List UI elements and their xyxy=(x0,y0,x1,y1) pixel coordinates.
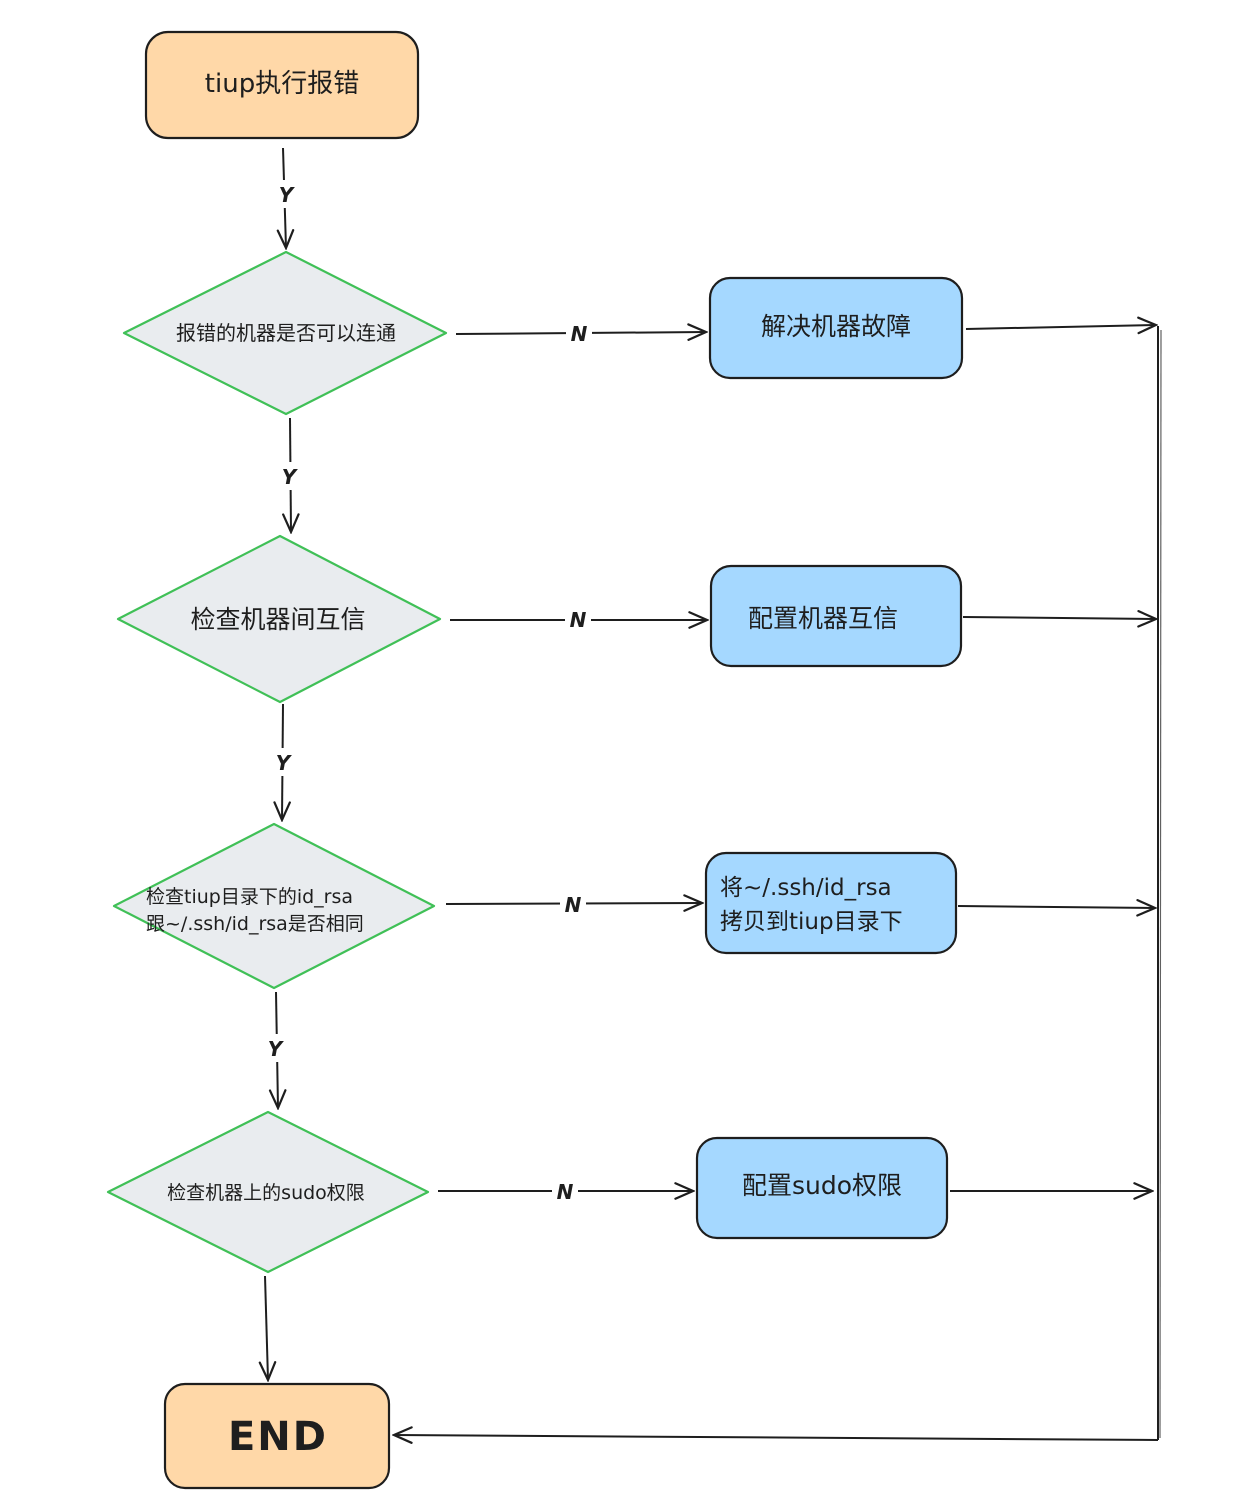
action-configure-trust-label: 配置机器互信 xyxy=(748,604,898,633)
yes-label-2: Y xyxy=(282,465,299,489)
no-connector-3: N xyxy=(445,891,702,917)
start-label: tiup执行报错 xyxy=(205,69,359,99)
action-configure-sudo-label: 配置sudo权限 xyxy=(742,1171,902,1200)
yes-connector-4: Y xyxy=(263,991,287,1108)
action-copy-id-rsa-label-line2: 拷贝到tiup目录下 xyxy=(720,909,903,935)
decision-connectivity: 报错的机器是否可以连通 xyxy=(122,250,448,416)
decision-connectivity-label: 报错的机器是否可以连通 xyxy=(176,321,396,345)
yes-label-3: Y xyxy=(276,751,293,775)
yes-label-1: Y xyxy=(279,183,296,207)
action-configure-sudo: 配置sudo权限 xyxy=(695,1136,949,1240)
yes-connector-5 xyxy=(265,1275,268,1380)
no-connector-4: N xyxy=(438,1178,693,1204)
decision-sudo: 检查机器上的sudo权限 xyxy=(106,1110,430,1274)
return-connector-3 xyxy=(957,906,1155,908)
decision-sudo-label: 检查机器上的sudo权限 xyxy=(167,1182,365,1204)
action-copy-id-rsa: 将~/.ssh/id_rsa 拷贝到tiup目录下 xyxy=(704,851,958,955)
start-node: tiup执行报错 xyxy=(144,30,420,140)
no-connector-2: N xyxy=(450,606,707,632)
decision-id-rsa: 检查tiup目录下的id_rsa 跟~/.ssh/id_rsa是否相同 xyxy=(112,822,436,990)
return-bus xyxy=(394,326,1162,1440)
decision-id-rsa-label-line2: 跟~/.ssh/id_rsa是否相同 xyxy=(146,913,364,935)
action-fix-machine: 解决机器故障 xyxy=(708,276,964,380)
no-connector-1: N xyxy=(455,320,706,346)
yes-label-4: Y xyxy=(268,1037,285,1061)
end-node: END xyxy=(163,1382,391,1490)
decision-mutual-trust: 检查机器间互信 xyxy=(116,534,442,704)
action-fix-machine-label: 解决机器故障 xyxy=(761,312,911,341)
decision-id-rsa-label-line1: 检查tiup目录下的id_rsa xyxy=(146,886,353,908)
no-label-4: N xyxy=(557,1180,574,1204)
return-connector-2 xyxy=(962,617,1156,619)
yes-connector-3: Y xyxy=(271,703,295,820)
no-label-3: N xyxy=(565,893,582,917)
no-label-1: N xyxy=(571,322,588,346)
end-label: END xyxy=(228,1414,328,1460)
yes-connector-2: Y xyxy=(277,417,301,532)
yes-connector-1: Y xyxy=(274,147,298,248)
action-configure-trust: 配置机器互信 xyxy=(709,564,963,668)
decision-mutual-trust-label: 检查机器间互信 xyxy=(190,605,365,634)
no-label-2: N xyxy=(570,608,587,632)
action-copy-id-rsa-label-line1: 将~/.ssh/id_rsa xyxy=(720,875,892,901)
return-connector-1 xyxy=(965,325,1156,329)
